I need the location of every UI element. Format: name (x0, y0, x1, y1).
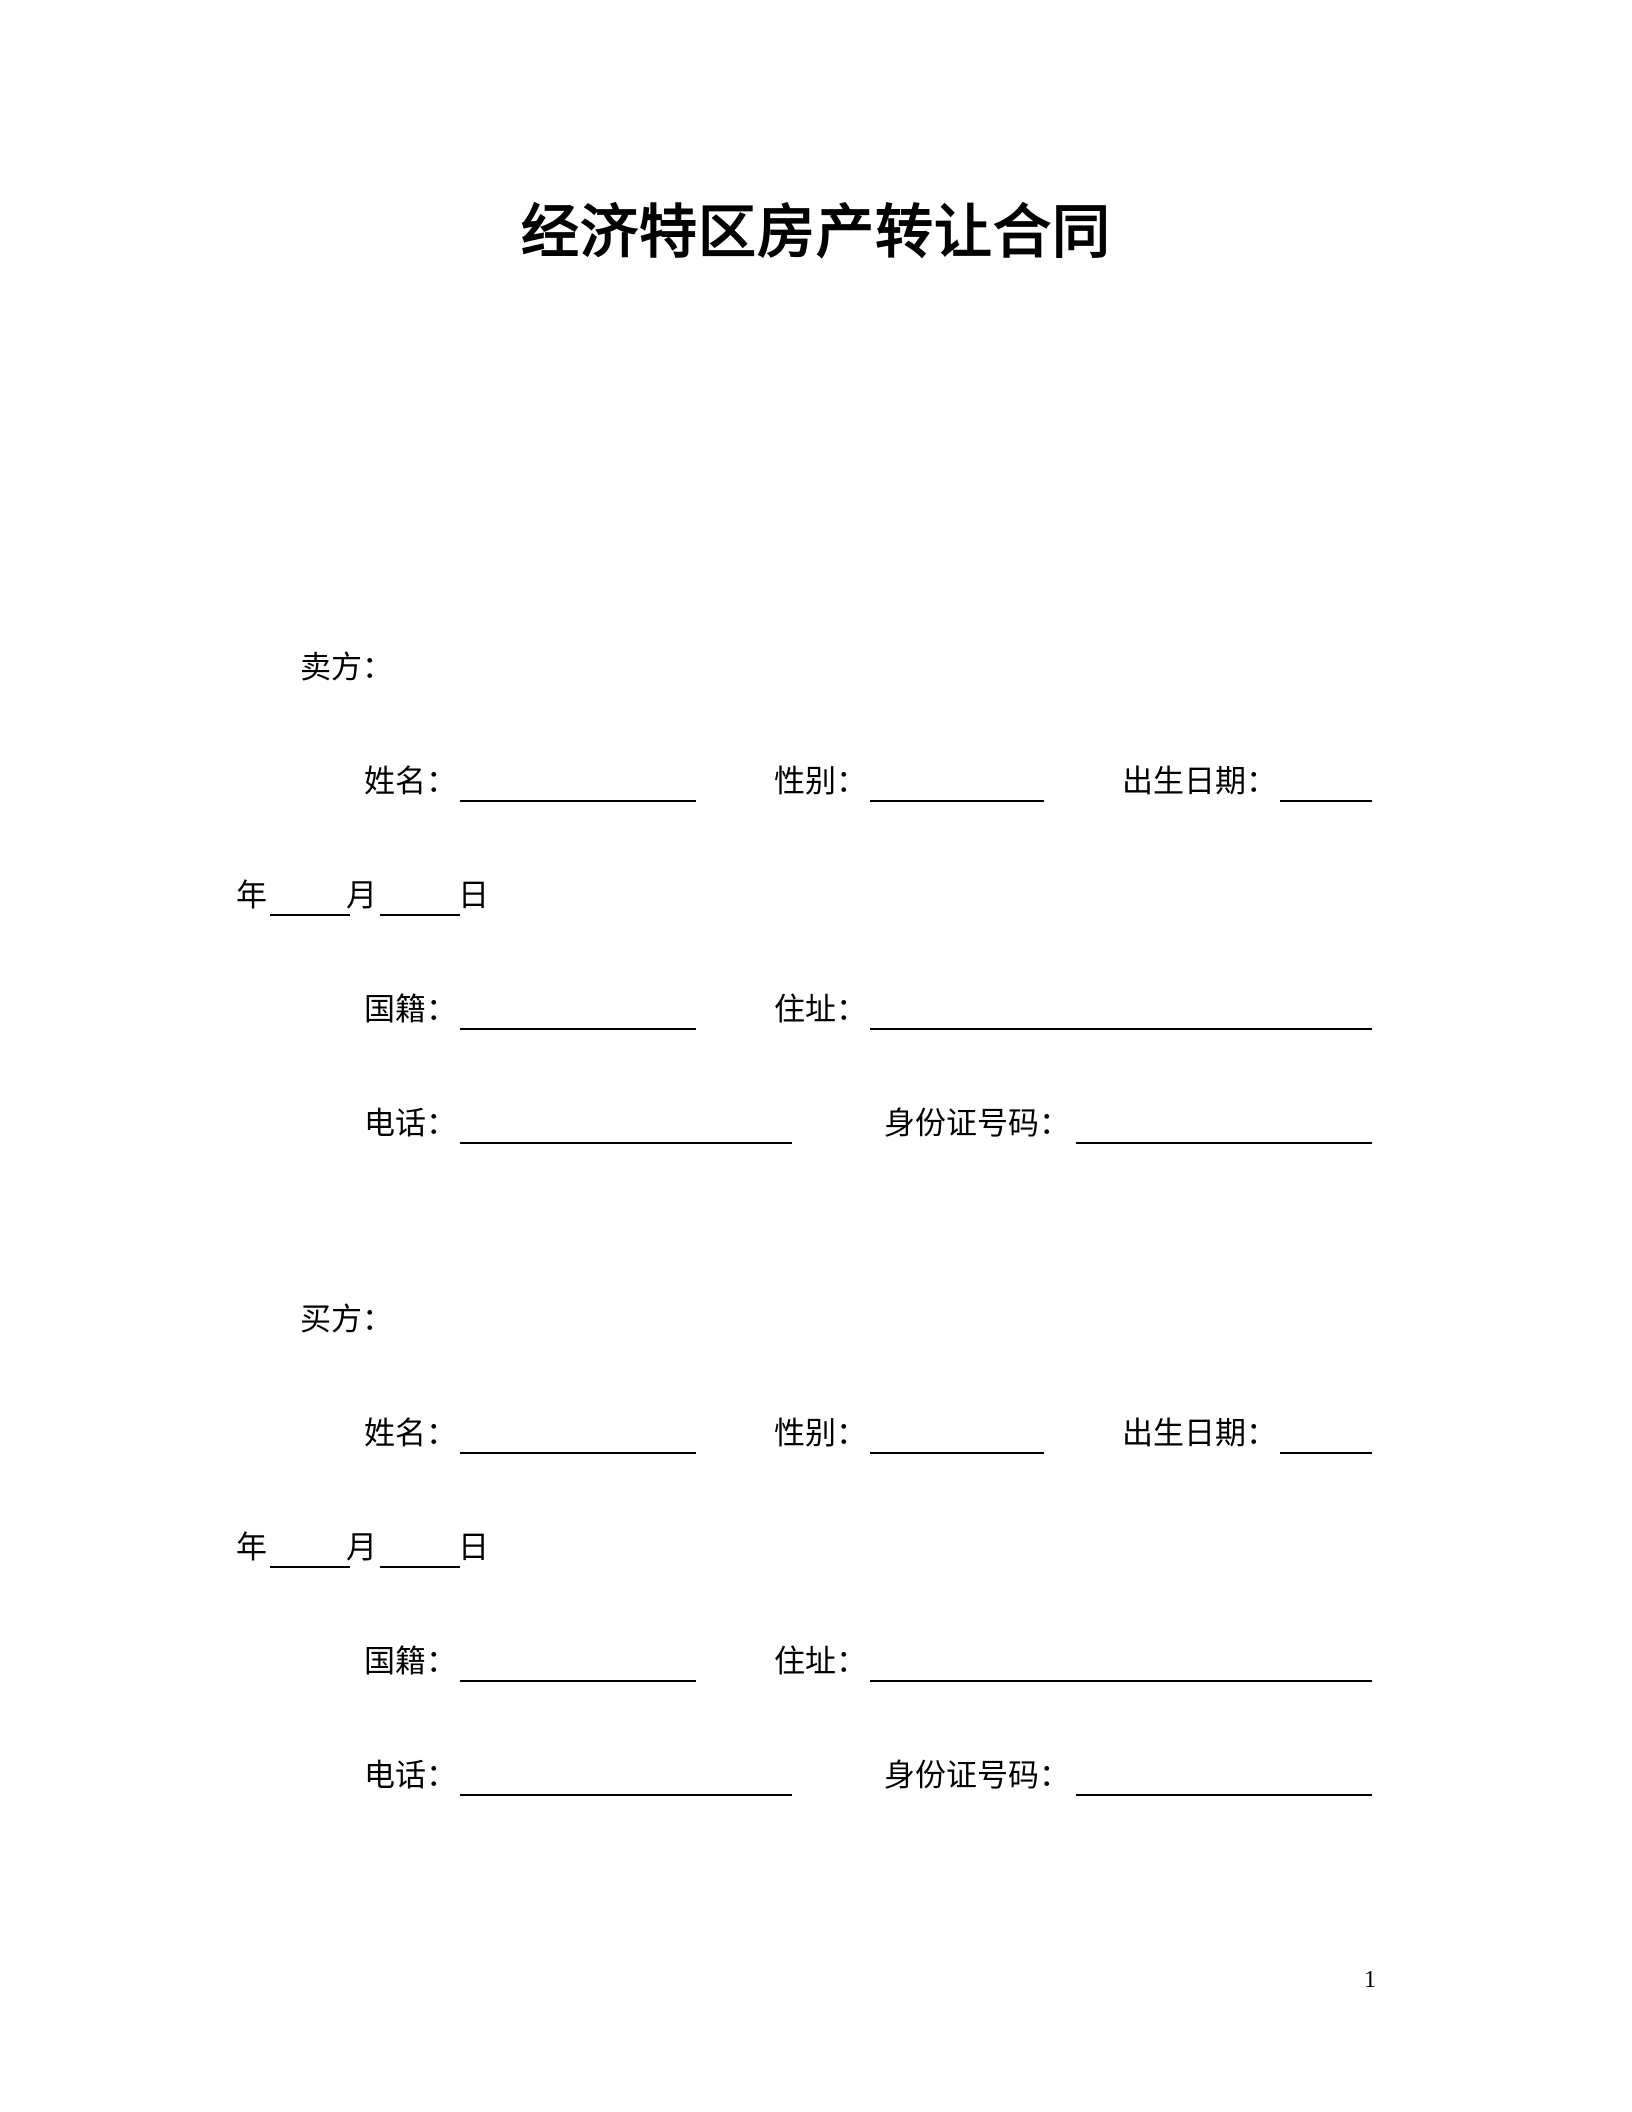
buyer-id-field[interactable] (1076, 1794, 1372, 1796)
seller-birth-label: 出生日期： (1122, 764, 1277, 800)
buyer-month-label: 月 (346, 1530, 377, 1566)
buyer-birth-day-field[interactable] (380, 1566, 460, 1568)
buyer-phone-label: 电话： (364, 1758, 457, 1794)
buyer-birth-year-field[interactable] (1280, 1452, 1372, 1454)
seller-birth-year-field[interactable] (1280, 800, 1372, 802)
seller-phone-label: 电话： (364, 1106, 457, 1142)
buyer-gender-field[interactable] (870, 1452, 1044, 1454)
document-title: 经济特区房产转让合同 (520, 198, 1111, 266)
seller-nationality-field[interactable] (460, 1028, 696, 1030)
seller-id-label: 身份证号码： (884, 1106, 1070, 1142)
seller-name-field[interactable] (460, 800, 696, 802)
buyer-nationality-field[interactable] (460, 1680, 696, 1682)
buyer-year-label: 年 (236, 1530, 267, 1566)
seller-birth-month-field[interactable] (270, 914, 350, 916)
buyer-address-field[interactable] (870, 1680, 1372, 1682)
buyer-heading: 买方： (300, 1302, 393, 1338)
seller-heading: 卖方： (300, 650, 393, 686)
buyer-id-label: 身份证号码： (884, 1758, 1070, 1794)
seller-gender-label: 性别： (774, 764, 867, 800)
seller-nationality-label: 国籍： (364, 992, 457, 1028)
seller-year-label: 年 (236, 878, 267, 914)
buyer-nationality-label: 国籍： (364, 1644, 457, 1680)
buyer-name-field[interactable] (460, 1452, 696, 1454)
seller-id-field[interactable] (1076, 1142, 1372, 1144)
seller-birth-day-field[interactable] (380, 914, 460, 916)
page-number: 1 (1364, 1967, 1376, 1993)
seller-phone-field[interactable] (460, 1142, 792, 1144)
buyer-birth-month-field[interactable] (270, 1566, 350, 1568)
buyer-gender-label: 性别： (774, 1416, 867, 1452)
seller-address-field[interactable] (870, 1028, 1372, 1030)
buyer-day-label: 日 (458, 1530, 489, 1566)
seller-gender-field[interactable] (870, 800, 1044, 802)
seller-name-label: 姓名： (364, 764, 457, 800)
buyer-name-label: 姓名： (364, 1416, 457, 1452)
seller-day-label: 日 (458, 878, 489, 914)
buyer-birth-label: 出生日期： (1122, 1416, 1277, 1452)
seller-month-label: 月 (346, 878, 377, 914)
buyer-address-label: 住址： (774, 1644, 867, 1680)
seller-address-label: 住址： (774, 992, 867, 1028)
buyer-phone-field[interactable] (460, 1794, 792, 1796)
